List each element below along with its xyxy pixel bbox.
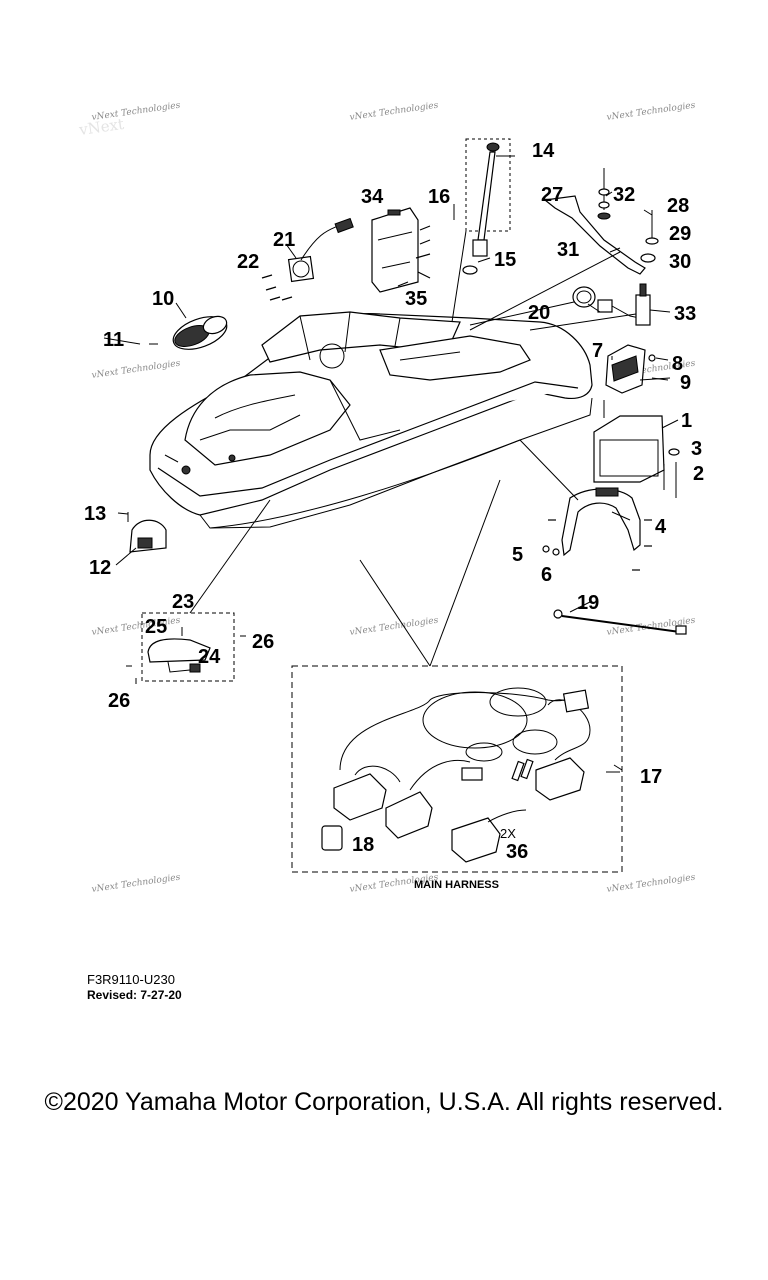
- sensor-parts: [469, 283, 651, 331]
- callout-18: 18: [352, 834, 374, 856]
- speaker-ring-part: [261, 217, 354, 301]
- callout-23: 23: [172, 591, 194, 613]
- watermark: vNext Technologies: [606, 101, 696, 123]
- callout-11: 11: [103, 329, 124, 351]
- part-code: F3R9110-U230: [87, 972, 175, 987]
- callout-27: 27: [541, 184, 563, 206]
- control-panel-part: [371, 207, 431, 293]
- main-harness-group: [291, 479, 623, 873]
- callout-7: 7: [592, 340, 603, 362]
- callout-29: 29: [669, 223, 691, 245]
- callout-12: 12: [89, 557, 111, 579]
- callout-9: 9: [680, 372, 691, 394]
- callout-26a: 26: [252, 631, 274, 653]
- callout-34: 34: [361, 186, 384, 208]
- boat-hull-illustration: [149, 311, 593, 529]
- leader-lines: [103, 155, 679, 773]
- callout-16: 16: [428, 186, 450, 208]
- speaker-part: [149, 315, 228, 350]
- callout-28: 28: [667, 195, 689, 217]
- callout-19: 19: [577, 592, 599, 614]
- callout-30: 30: [669, 251, 691, 273]
- callout-25: 25: [145, 616, 167, 638]
- callout-17: 17: [640, 766, 662, 788]
- bracket-part: [519, 439, 652, 571]
- callout-26b: 26: [108, 690, 130, 712]
- light-assembly-part: [126, 499, 271, 684]
- callout-labels: 1 2 3 4 5 6 7 8 9 10 11 12 13 14 15 16 1…: [84, 140, 704, 891]
- rail-part: [469, 168, 659, 331]
- callout-14: 14: [532, 140, 555, 162]
- relay-box-part: [603, 344, 671, 418]
- harness-label: MAIN HARNESS: [414, 879, 499, 891]
- callout-20: 20: [528, 302, 550, 324]
- callout-3: 3: [691, 438, 702, 460]
- callout-32: 32: [613, 184, 635, 206]
- callout-24: 24: [198, 646, 221, 668]
- callout-13: 13: [84, 503, 106, 525]
- callout-10: 10: [152, 288, 174, 310]
- callout-6: 6: [541, 564, 552, 586]
- callout-22: 22: [237, 251, 259, 273]
- callout-5: 5: [512, 544, 523, 566]
- callout-15: 15: [494, 249, 516, 271]
- callout-33: 33: [674, 303, 696, 325]
- ecu-part: [593, 415, 680, 498]
- watermark: vNext Technologies: [349, 616, 439, 638]
- antenna-part: [451, 138, 511, 323]
- watermark: vNext Technologies: [91, 359, 181, 381]
- callout-35: 35: [405, 288, 427, 310]
- callout-2: 2: [693, 463, 704, 485]
- watermark: vNext Technologies: [91, 101, 181, 123]
- quantity-label: 2X: [500, 826, 516, 841]
- watermark: vNext Technologies: [606, 873, 696, 895]
- copyright-notice: ©2020 Yamaha Motor Corporation, U.S.A. A…: [44, 1088, 724, 1116]
- nav-light-part: [127, 512, 167, 553]
- cable-part: [553, 609, 687, 635]
- watermark: vNext Technologies: [91, 873, 181, 895]
- callout-31: 31: [557, 239, 579, 261]
- revision-date: Revised: 7-27-20: [87, 988, 182, 1002]
- callout-36: 36: [506, 841, 528, 863]
- callout-8: 8: [672, 353, 683, 375]
- callout-21: 21: [273, 229, 295, 251]
- watermark: vNext Technologies: [349, 101, 439, 123]
- callout-4: 4: [655, 516, 667, 538]
- watermark: vNext Technologies: [91, 616, 181, 638]
- callout-1: 1: [681, 410, 692, 432]
